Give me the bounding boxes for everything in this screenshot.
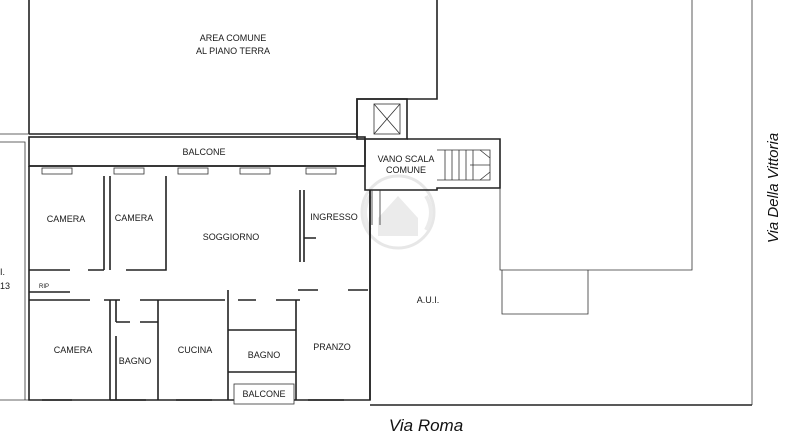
label-balcone-top: BALCONE (182, 147, 225, 157)
street-via-roma: Via Roma (389, 416, 463, 435)
label-vano-scala-1: VANO SCALA (378, 154, 435, 164)
apartment-walls (28, 165, 371, 405)
label-balcone-bottom: BALCONE (242, 389, 285, 399)
label-cucina: CUCINA (178, 345, 213, 355)
label-bagno-1: BAGNO (119, 356, 152, 366)
label-pranzo: PRANZO (313, 342, 351, 352)
label-vano-scala-2: COMUNE (386, 165, 426, 175)
house-watermark-icon (360, 174, 436, 250)
label-area-comune-1: AREA COMUNE (200, 33, 267, 43)
label-area-comune-2: AL PIANO TERRA (196, 46, 270, 56)
common-area (28, 0, 438, 138)
label-camera-1: CAMERA (47, 214, 86, 224)
left-fragment-2: 13 (0, 281, 10, 291)
label-bagno-2: BAGNO (248, 350, 281, 360)
label-rip: RIP (39, 284, 49, 290)
elevator-shaft (356, 98, 408, 140)
left-fragment-1: I. (0, 267, 5, 277)
label-aui: A.U.I. (417, 295, 440, 305)
label-soggiorno: SOGGIORNO (203, 232, 260, 242)
aui-area (369, 0, 753, 406)
street-via-della-vittoria: Via Della Vittoria (765, 133, 782, 243)
label-ingresso: INGRESSO (310, 212, 358, 222)
label-camera-3: CAMERA (54, 345, 93, 355)
stairwell (364, 138, 501, 225)
left-building (0, 133, 29, 401)
label-camera-2: CAMERA (115, 213, 154, 223)
